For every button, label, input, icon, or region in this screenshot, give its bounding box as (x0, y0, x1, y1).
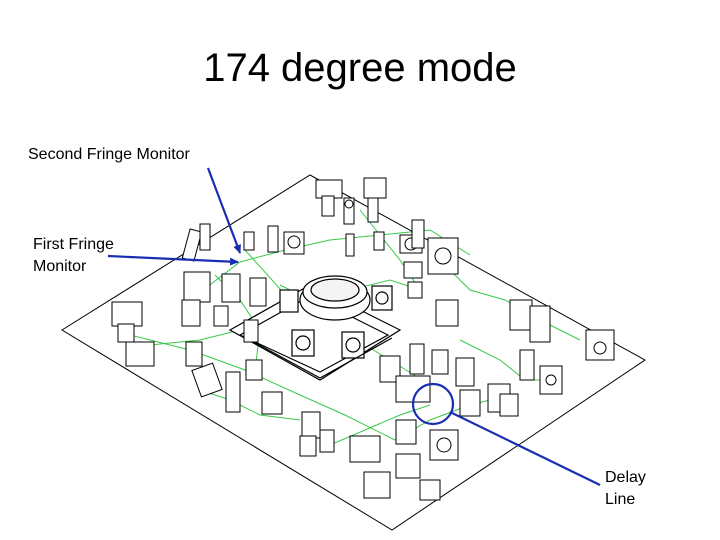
second-fringe-monitor-pointer (206, 167, 242, 254)
optical-table-outline (61, 174, 646, 531)
mount-top-left-cluster (181, 177, 387, 262)
first-fringe-monitor-label: First Fringe Monitor (33, 234, 143, 278)
mount-left-cluster (111, 271, 267, 367)
first-fringe-monitor-label-line2: Monitor (33, 258, 87, 275)
delay-line-highlight-circle (411, 382, 455, 426)
delay-line-label-line2: Line (605, 491, 636, 508)
first-fringe-monitor-pointer (107, 254, 239, 266)
first-fringe-monitor-label-line1: First Fringe (33, 236, 114, 253)
mount-right-cluster (499, 299, 615, 417)
central-vacuum-chamber (228, 275, 402, 381)
delay-line-label: Delay Line (605, 467, 675, 511)
mount-bottom-right-cluster (379, 343, 511, 461)
second-fringe-monitor-label: Second Fringe Monitor (28, 146, 190, 163)
mount-bottom-left-cluster (191, 359, 441, 501)
delay-line-label-line1: Delay (605, 469, 646, 486)
optical-mounts (111, 177, 615, 501)
slide-title: 174 degree mode (203, 46, 517, 90)
delay-line-pointer (449, 411, 601, 486)
mount-top-right-cluster (399, 219, 459, 327)
